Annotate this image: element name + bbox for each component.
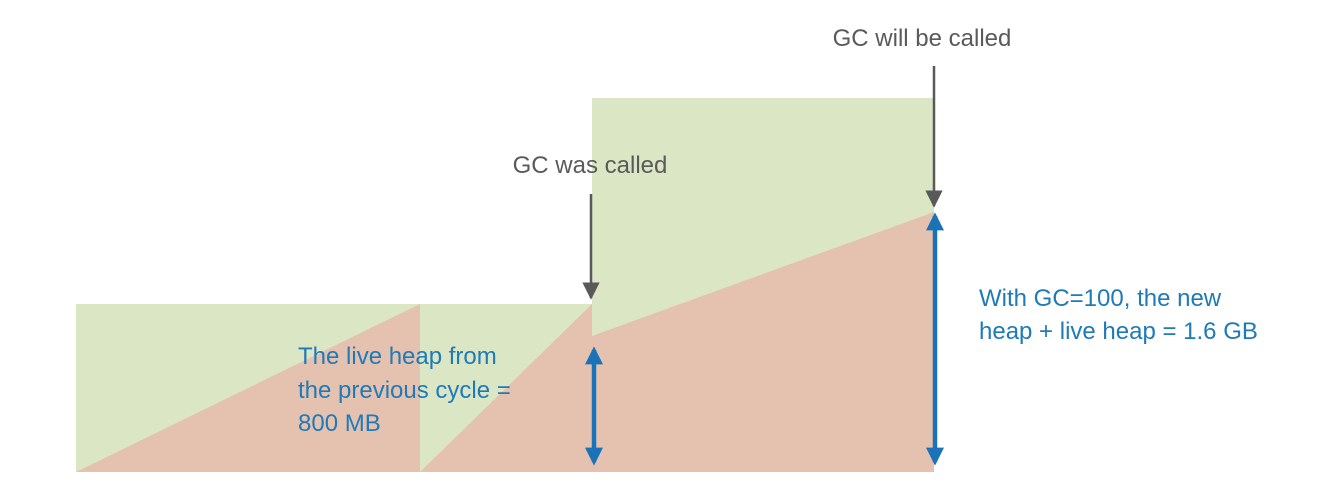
target-heap-note: With GC=100, the new heap + live heap = …	[979, 285, 1258, 345]
live-heap-note: The live heap from the previous cycle = …	[298, 343, 517, 437]
gc-will-be-called-label: GC will be called	[833, 25, 1012, 52]
live-heap-growth-1	[76, 304, 420, 472]
live-heap-growth-3	[592, 212, 934, 472]
live-heap-growth-2	[420, 304, 592, 472]
live-heap-note-line-2: the previous cycle =	[298, 377, 511, 404]
live-heap-note-line-1: The live heap from	[298, 343, 497, 370]
target-heap-note-line-1: With GC=100, the new	[979, 285, 1222, 312]
live-heap-note-line-3: 800 MB	[298, 410, 381, 437]
gc-was-called-label: GC was called	[513, 152, 668, 179]
target-heap-note-line-2: heap + live heap = 1.6 GB	[979, 318, 1258, 345]
